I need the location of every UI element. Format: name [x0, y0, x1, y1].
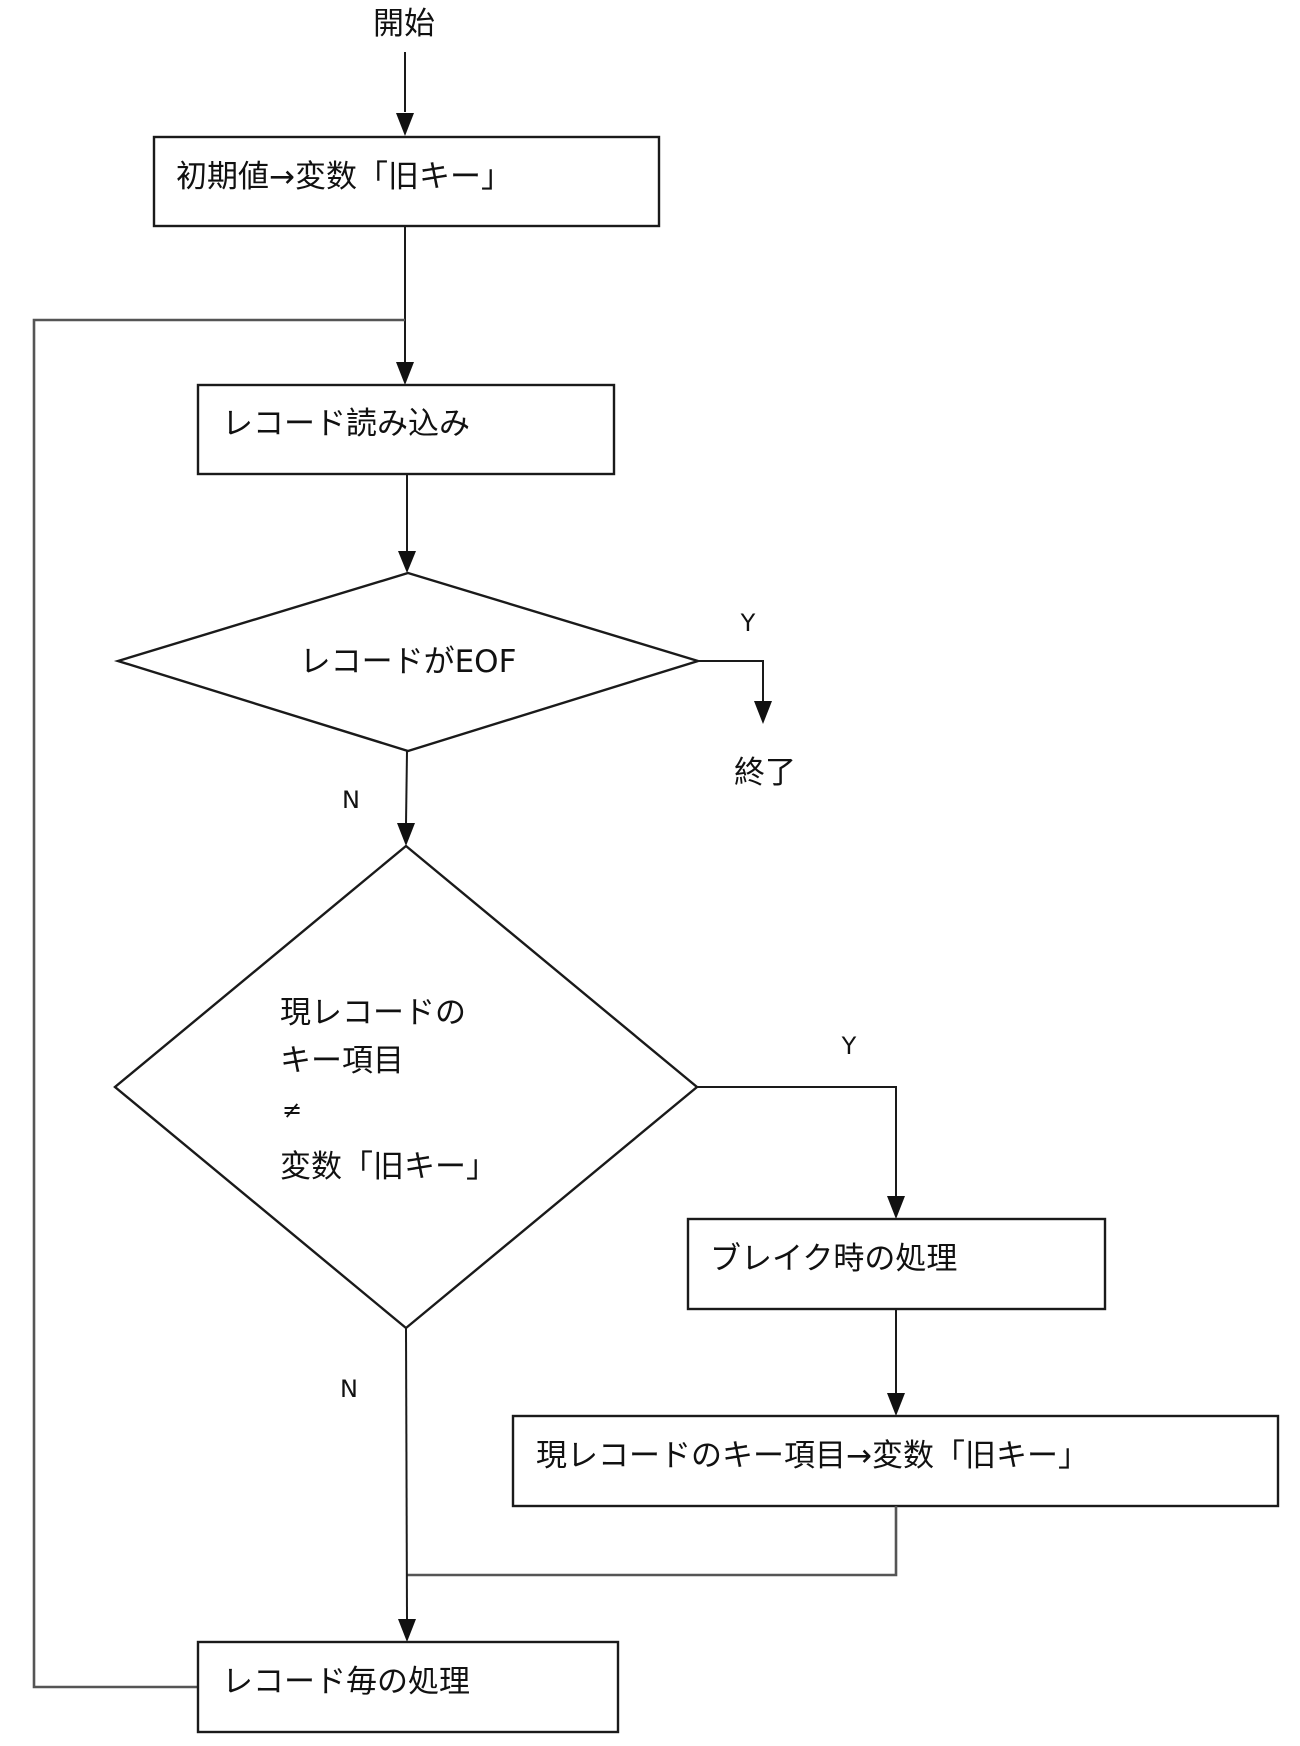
process-update-key-label: 現レコードのキー項目→変数「旧キー」: [536, 1438, 1089, 1474]
process-init-label: 初期値→変数「旧キー」: [176, 159, 512, 195]
decision-key-compare-line-1: 現レコードの: [280, 995, 466, 1031]
arrowhead-icon: [887, 1393, 905, 1416]
process-break-label: ブレイク時の処理: [710, 1241, 957, 1277]
decision-key-compare-line-3: ≠: [282, 1096, 302, 1124]
edge-compare-no-to-per-record: N: [340, 1327, 416, 1642]
process-update-key: 現レコードのキー項目→変数「旧キー」: [511, 1414, 1280, 1508]
edge-read-to-eof: [398, 474, 416, 573]
edge-break-to-update-key: [887, 1309, 905, 1416]
decision-key-compare-line-2: キー項目: [280, 1043, 404, 1079]
edge-init-to-read: [396, 226, 414, 385]
arrowhead-icon: [397, 823, 415, 846]
end-label: 終了: [734, 755, 796, 791]
arrowhead-icon: [398, 1619, 416, 1642]
process-per-record: レコード毎の処理: [196, 1640, 620, 1734]
process-read-record-label: レコード読み込み: [222, 406, 470, 442]
arrowhead-icon: [887, 1196, 905, 1219]
arrowhead-icon: [396, 113, 414, 136]
edge-start-to-init: [396, 52, 414, 136]
edge-label-compare-yes: Y: [841, 1032, 857, 1060]
edge-label-compare-no: N: [340, 1375, 358, 1403]
decision-eof: レコードがEOF: [113, 571, 703, 753]
edge-loop-back-to-read: [32, 318, 405, 1689]
arrowhead-icon: [754, 701, 772, 724]
process-per-record-label: レコード毎の処理: [222, 1664, 470, 1700]
process-read-record: レコード読み込み: [196, 383, 616, 476]
decision-eof-label: レコードがEOF: [300, 644, 517, 680]
edge-eof-yes-to-end: Y: [698, 609, 772, 724]
edge-compare-yes-to-break: Y: [697, 1032, 905, 1219]
arrowhead-icon: [398, 551, 416, 573]
edge-label-eof-no: N: [342, 786, 360, 814]
process-break: ブレイク時の処理: [686, 1217, 1107, 1311]
decision-key-compare: 現レコードの キー項目 ≠ 変数「旧キー」: [113, 844, 699, 1330]
edge-eof-no-to-compare: N: [342, 750, 415, 846]
start-label: 開始: [373, 6, 435, 42]
arrowhead-icon: [396, 362, 414, 385]
edge-update-key-to-join: [407, 1506, 898, 1577]
decision-key-compare-line-4: 変数「旧キー」: [280, 1149, 497, 1185]
process-init: 初期値→変数「旧キー」: [152, 135, 661, 228]
edge-label-eof-yes: Y: [740, 609, 756, 637]
